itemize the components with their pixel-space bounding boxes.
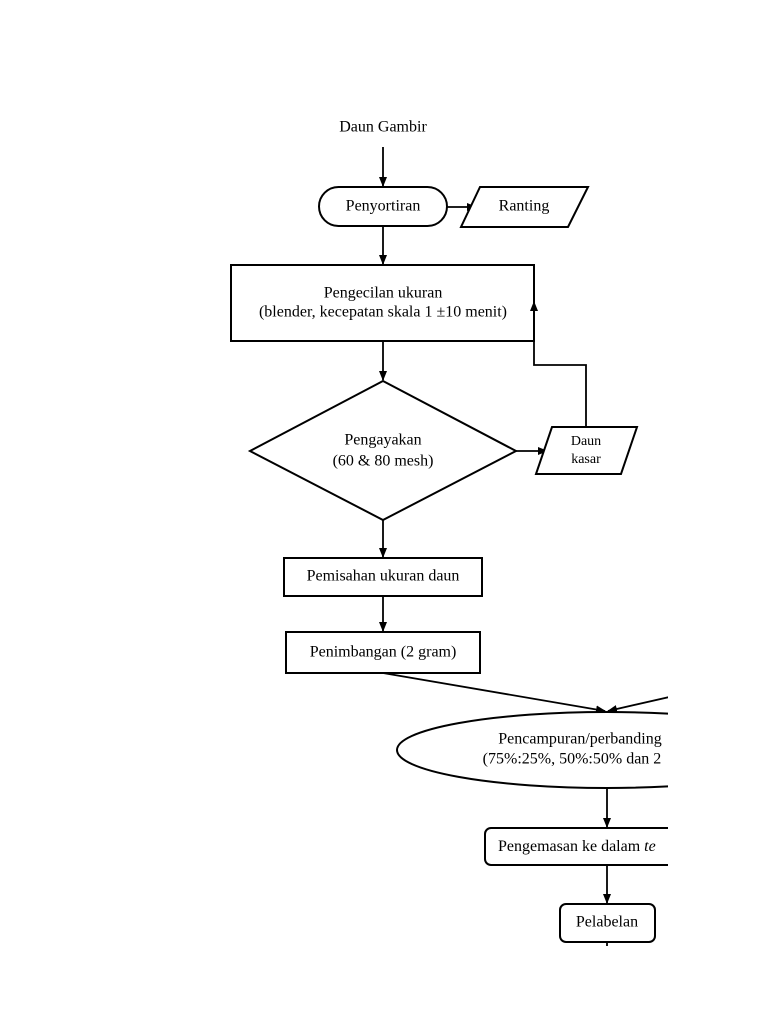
- node-pengecilan-ukuran: Pengecilan ukuran (blender, kecepatan sk…: [230, 264, 535, 342]
- node-pengayakan: Pengayakan (60 & 80 mesh): [247, 379, 519, 522]
- node-pencampuran: Pencampuran/perbanding (75%:25%, 50%:50%…: [396, 711, 668, 789]
- penimbangan-label: Penimbangan (2 gram): [310, 644, 457, 661]
- pengayakan-label-line2: (60 & 80 mesh): [333, 453, 434, 470]
- daun-kasar-label-line2: kasar: [571, 452, 601, 467]
- pengemasan-label: Pengemasan ke dalam te: [498, 838, 656, 855]
- node-pengemasan: Pengemasan ke dalam te: [484, 827, 668, 866]
- node-penyortiran: Penyortiran: [318, 186, 448, 227]
- pengayakan-label-line1: Pengayakan: [344, 432, 421, 449]
- pelabelan-label: Pelabelan: [576, 914, 638, 931]
- ranting-label: Ranting: [499, 198, 550, 215]
- pengecilan-label-line2: (blender, kecepatan skala 1 ±10 menit): [259, 304, 507, 321]
- node-daun-kasar: Daun kasar: [534, 426, 639, 475]
- node-ranting: Ranting: [459, 186, 590, 228]
- node-daun-gambir: Daun Gambir: [339, 119, 427, 136]
- arrow-daun-kasar-feedback-to-pengecilan: [530, 301, 587, 427]
- node-pelabelan: Pelabelan: [559, 903, 656, 943]
- pencampuran-label-line2: (75%:25%, 50%:50% dan 2: [483, 751, 662, 768]
- daun-kasar-label-line1: Daun: [571, 434, 601, 449]
- penyortiran-label: Penyortiran: [346, 198, 421, 215]
- pemisahan-label: Pemisahan ukuran daun: [307, 568, 460, 585]
- node-pemisahan-ukuran-daun: Pemisahan ukuran daun: [283, 557, 483, 597]
- arrow-offpage-to-pencampuran: [607, 696, 668, 713]
- pengecilan-label-line1: Pengecilan ukuran: [324, 285, 443, 302]
- arrow-penimbangan-to-pencampuran: [382, 672, 606, 714]
- node-penimbangan: Penimbangan (2 gram): [285, 631, 481, 674]
- pencampuran-label-line1: Pencampuran/perbanding: [498, 731, 662, 748]
